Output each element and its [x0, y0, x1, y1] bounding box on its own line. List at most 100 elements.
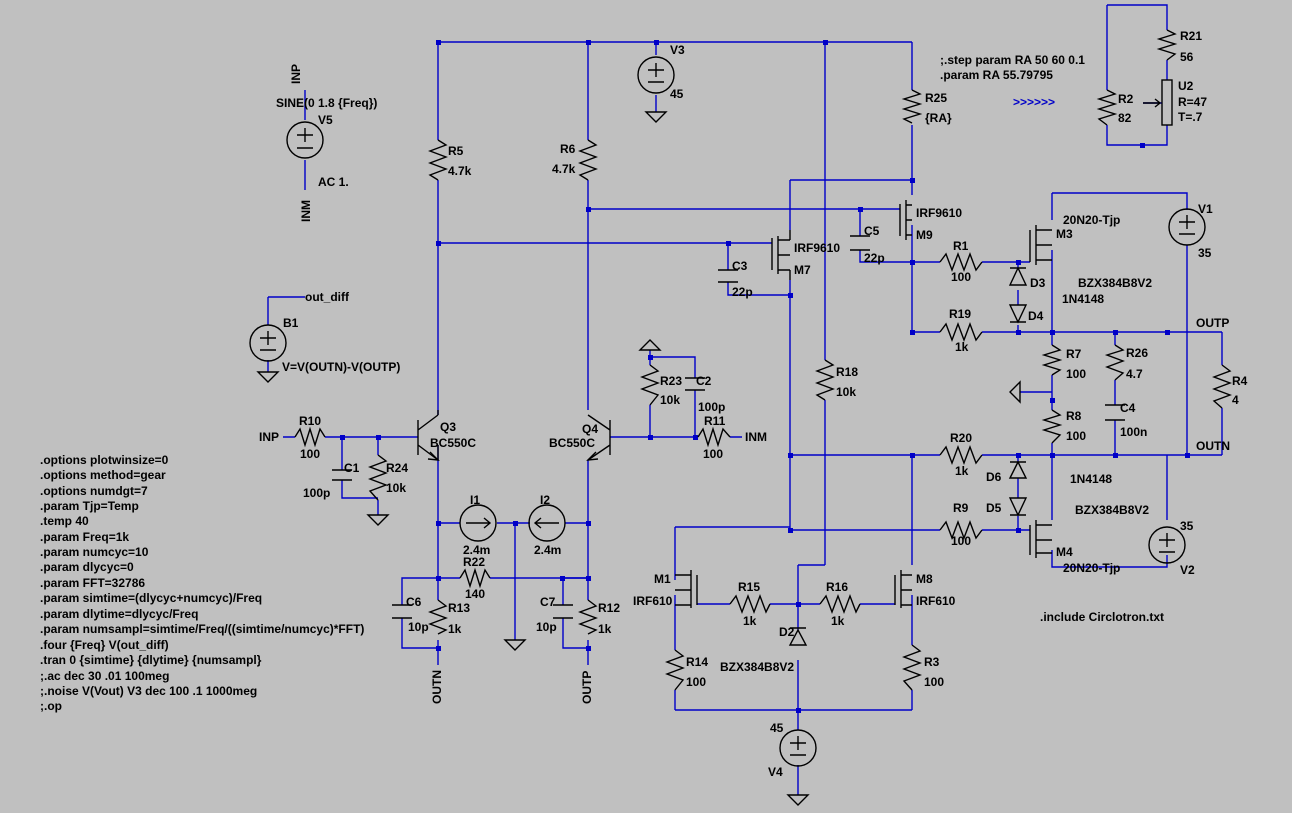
- d4-ref: D4: [1028, 309, 1044, 323]
- d5-value: BZX384B8V2: [1075, 503, 1149, 517]
- r26-ref: R26: [1126, 346, 1148, 360]
- r23-symbol: [640, 364, 660, 406]
- outp-net: OUTP: [1196, 316, 1229, 330]
- v5-extra: AC 1.: [318, 175, 349, 189]
- component-labels: INP SINE(0 1.8 {Freq}) V5 AC 1. INM V3 4…: [259, 29, 1248, 779]
- u2-symbol: [1143, 79, 1173, 126]
- c5-ref: C5: [864, 224, 880, 238]
- current-sources: [459, 504, 566, 542]
- r5-symbol: [428, 139, 448, 181]
- capacitor-symbols: [332, 235, 1125, 619]
- c4-value: 100n: [1120, 425, 1147, 439]
- directive-4: .temp 40: [40, 514, 89, 528]
- v2-value: 35: [1180, 519, 1194, 533]
- r14-symbol: [665, 649, 685, 691]
- v3-ref: V3: [670, 43, 685, 57]
- v2-symbol: [1148, 526, 1186, 564]
- spice-directives: .options plotwinsize=0 .options method=g…: [40, 453, 364, 713]
- r2-symbol: [1096, 89, 1118, 126]
- d6-ref: D6: [986, 470, 1002, 484]
- c2-symbol: [685, 377, 705, 391]
- v4-value: 45: [770, 721, 784, 735]
- r4-symbol: [1212, 364, 1232, 409]
- m4-ref: M4: [1056, 545, 1073, 559]
- m7-ref: M7: [794, 263, 811, 277]
- m3-ref: M3: [1056, 227, 1073, 241]
- u2-ref: U2: [1178, 79, 1194, 93]
- m4-symbol: [1029, 520, 1052, 558]
- r18-value: 10k: [836, 385, 856, 399]
- r15-symbol: [729, 594, 771, 614]
- r23-value: 10k: [660, 393, 680, 407]
- ground-r24: [366, 514, 390, 526]
- r15-ref: R15: [738, 580, 760, 594]
- q3-value: BC550C: [430, 436, 476, 450]
- r8-value: 100: [1066, 429, 1086, 443]
- b1-symbol: [249, 324, 287, 362]
- directive-13: .tran 0 {simtime} {dlytime} {numsampl}: [40, 653, 262, 667]
- i2-value: 2.4m: [534, 543, 561, 557]
- r21-ref: R21: [1180, 29, 1202, 43]
- i1-ref: I1: [470, 493, 480, 507]
- i2-ref: I2: [540, 493, 550, 507]
- r6-value: 4.7k: [552, 162, 576, 176]
- r20-symbol: [939, 445, 983, 465]
- c4-ref: C4: [1120, 401, 1136, 415]
- v1-ref: V1: [1198, 202, 1213, 216]
- r16-ref: R16: [826, 580, 848, 594]
- d6-value: 1N4148: [1070, 472, 1112, 486]
- include-directive: .include Circlotron.txt: [1040, 610, 1164, 624]
- c1-symbol: [332, 469, 352, 481]
- r4-value: 4: [1232, 393, 1239, 407]
- u2-value1: R=47: [1178, 95, 1207, 109]
- i2-symbol: [528, 504, 566, 542]
- voltage-sources: [249, 56, 1206, 767]
- m3-symbol: [1029, 225, 1052, 265]
- directive-6: .param numcyc=10: [40, 545, 149, 559]
- v3-value: 45: [670, 87, 684, 101]
- r2-value: 82: [1118, 111, 1132, 125]
- outn-bottom-net: OUTN: [430, 670, 444, 704]
- d4-symbol: [1008, 304, 1028, 324]
- d6-symbol: [1008, 460, 1028, 479]
- c7-ref: C7: [540, 595, 556, 609]
- v3-symbol: [637, 56, 675, 94]
- r7-value: 100: [1066, 367, 1086, 381]
- r10-symbol: [294, 426, 326, 448]
- q3-ref: Q3: [440, 420, 456, 434]
- r10-value: 100: [300, 447, 320, 461]
- directive-9: .param simtime=(dlycyc+numcyc)/Freq: [40, 591, 262, 605]
- ground-i1i2: [503, 639, 527, 651]
- r13-value: 1k: [448, 622, 462, 636]
- r9-value: 100: [951, 534, 971, 548]
- inm-net: INM: [745, 430, 767, 444]
- ground-v3: [644, 111, 668, 123]
- directive-14: ;.ac dec 30 .01 100meg: [40, 669, 169, 683]
- directive-7: .param dlycyc=0: [40, 560, 134, 574]
- c1-ref: C1: [344, 461, 360, 475]
- r6-symbol: [578, 139, 598, 181]
- directive-11: .param numsampl=simtime/Freq/((simtime/n…: [40, 622, 364, 636]
- m1-symbol: [675, 570, 698, 608]
- m8-ref: M8: [916, 572, 933, 586]
- r24-ref: R24: [386, 461, 408, 475]
- r25-value: {RA}: [925, 111, 952, 125]
- r22-value: 140: [465, 587, 485, 601]
- r12-ref: R12: [598, 601, 620, 615]
- q4-symbol: [586, 414, 611, 461]
- r5-ref: R5: [448, 144, 464, 158]
- c6-ref: C6: [406, 595, 422, 609]
- r22-symbol: [459, 567, 491, 589]
- r9-ref: R9: [953, 501, 969, 515]
- m8-value: IRF610: [916, 594, 956, 608]
- q4-ref: Q4: [582, 422, 598, 436]
- r18-ref: R18: [836, 365, 858, 379]
- v5-symbol: [286, 121, 324, 159]
- diode-symbols: [788, 266, 1028, 646]
- r19-symbol: [939, 322, 983, 342]
- u2-value2: T=.7: [1178, 110, 1203, 124]
- directive-0: .options plotwinsize=0: [40, 453, 169, 467]
- directive-param-ra: .param RA 55.79795: [940, 68, 1053, 82]
- d3-value: BZX384B8V2: [1078, 276, 1152, 290]
